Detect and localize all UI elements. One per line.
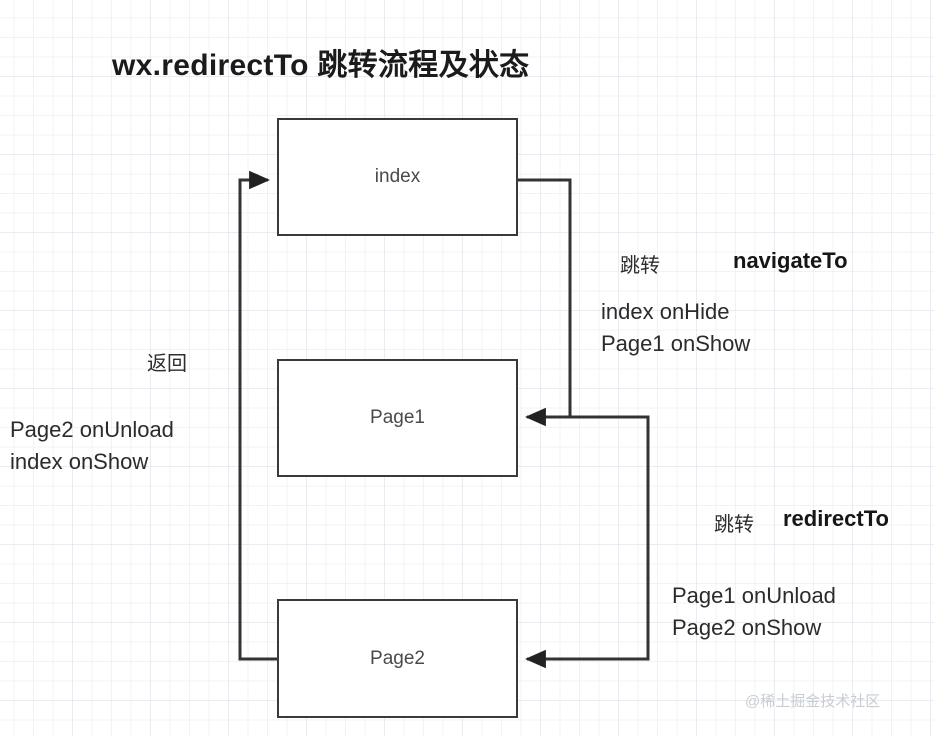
redirect-state-line-1: Page1 onUnload bbox=[672, 583, 836, 608]
redirect-api-label: redirectTo bbox=[783, 506, 889, 531]
navigate-state-line-2: Page1 onShow bbox=[601, 330, 751, 356]
node-index[interactable]: index bbox=[277, 118, 518, 236]
back-states-label: Page2 onUnload index onShow bbox=[10, 414, 174, 478]
redirect-action-label: 跳转 bbox=[714, 514, 754, 536]
watermark: @稀土掘金技术社区 bbox=[745, 693, 881, 710]
edge-page2-to-index bbox=[238, 170, 277, 661]
back-action-label: 返回 bbox=[147, 353, 187, 375]
navigate-states-label: index onHide Page1 onShow bbox=[601, 296, 750, 360]
page-title: wx.redirectTo 跳转流程及状态 bbox=[112, 49, 530, 82]
redirect-states-label: Page1 onUnload Page2 onShow bbox=[672, 580, 836, 644]
edge-page1-to-page2 bbox=[524, 415, 650, 669]
back-state-line-1: Page2 onUnload bbox=[10, 417, 174, 442]
navigate-state-line-1: index onHide bbox=[601, 299, 730, 324]
node-index-label: index bbox=[374, 166, 421, 187]
navigate-action-label: 跳转 bbox=[620, 255, 660, 277]
navigate-api-label: navigateTo bbox=[733, 248, 848, 273]
back-state-line-2: index onShow bbox=[10, 448, 149, 474]
node-page2-label: Page2 bbox=[370, 647, 425, 669]
node-page2[interactable]: Page2 bbox=[277, 599, 518, 718]
node-page1[interactable]: Page1 bbox=[277, 359, 518, 477]
redirect-state-line-2: Page2 onShow bbox=[672, 614, 822, 640]
node-page1-label: Page1 bbox=[370, 407, 425, 428]
edge-index-to-page1 bbox=[518, 178, 572, 427]
